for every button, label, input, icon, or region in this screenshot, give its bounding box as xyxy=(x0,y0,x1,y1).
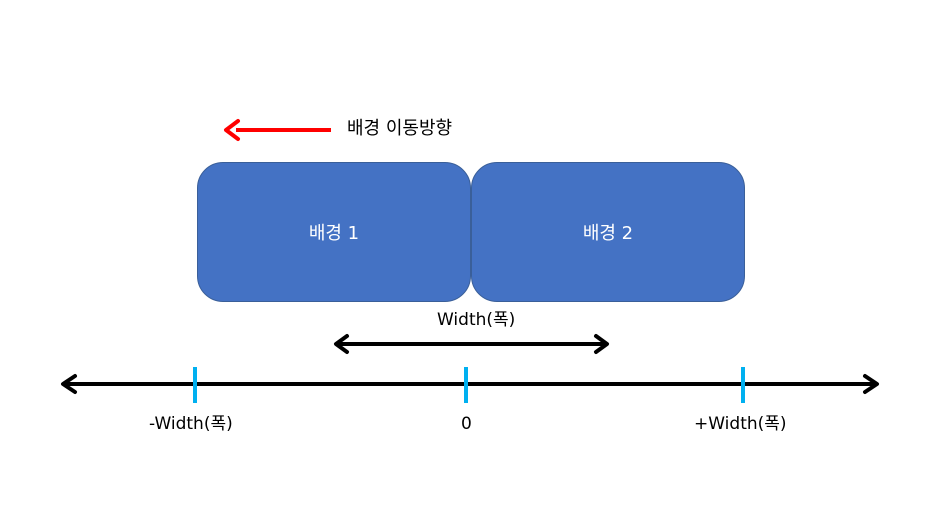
width-span-arrow xyxy=(334,334,609,354)
background-1-box: 배경 1 xyxy=(197,162,471,302)
background-2-label: 배경 2 xyxy=(582,223,634,244)
tick-label-positive-width: +Width(폭) xyxy=(694,414,787,434)
width-span-label: Width(폭) xyxy=(437,310,516,330)
background-2-box: 배경 2 xyxy=(471,162,745,302)
number-line-axis xyxy=(61,374,879,394)
tick-label-negative-width: -Width(폭) xyxy=(149,414,233,434)
background-1-label: 배경 1 xyxy=(308,223,360,244)
direction-label: 배경 이동방향 xyxy=(347,118,453,139)
tick-label-zero: 0 xyxy=(461,414,472,434)
direction-arrow xyxy=(224,119,331,141)
